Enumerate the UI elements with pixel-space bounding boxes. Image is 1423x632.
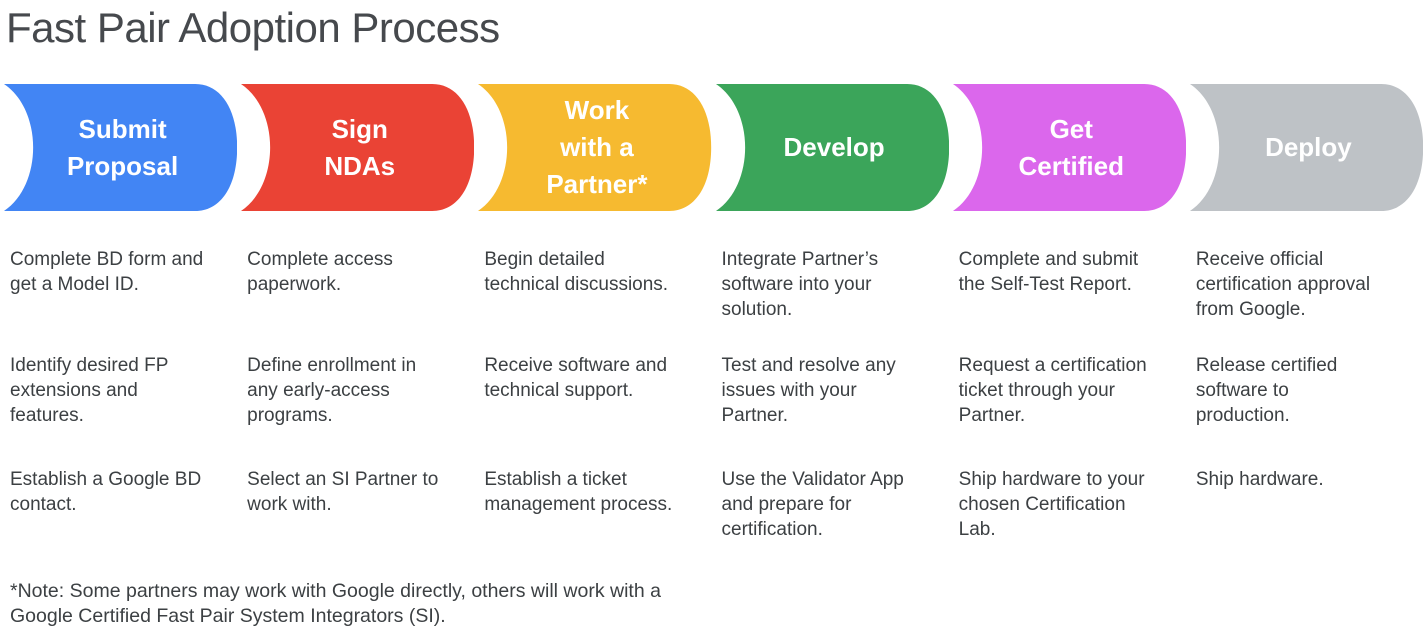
step-item: Identify desired FP extensions and featu… [10,355,169,427]
step-item: Release certified software to production… [1195,355,1338,427]
stage-get-certified: Get Certified [949,84,1186,212]
step-item: Define enrollment in any early-access pr… [247,355,417,427]
stage-shape [952,84,1186,212]
stage-shape [715,84,949,212]
stage-develop: Develop [712,84,949,212]
stage-shape-path [715,84,949,212]
stage-label: Work with a Partner* [546,95,648,199]
step-item: Select an SI Partner to work with. [247,469,439,516]
stage-shape-path [478,84,712,212]
stage-work-with-partner: Work with a Partner* [474,84,712,212]
steps-submit-proposal: Complete BD form and get a Model ID. Ide… [0,247,237,577]
step-item: Complete and submit the Self-Test Report… [958,249,1139,296]
stage-shape [3,84,238,212]
stage-deploy: Deploy [1186,84,1423,212]
step-item: Complete BD form and get a Model ID. [10,249,204,296]
stage-shape [1189,84,1423,212]
stage-label: Develop [783,132,885,163]
step-item: Ship hardware. [1195,469,1324,491]
steps-deploy: Receive official certification approval … [1186,247,1423,577]
stage-label: Deploy [1265,132,1352,163]
step-item: Use the Validator App and prepare for ce… [721,469,904,541]
step-item: Receive official certification approval … [1195,249,1371,321]
stage-label: Get Certified [1018,113,1124,181]
page-title: Fast Pair Adoption Process [6,4,500,51]
step-item: Establish a ticket management process. [484,469,673,516]
step-item: Test and resolve any issues with your Pa… [721,355,896,427]
stage-label: Submit Proposal [66,113,179,181]
stage-submit-proposal: Submit Proposal [0,84,238,212]
stage-sign-ndas: Sign NDAs [237,84,475,212]
stage-shape-path [3,84,238,212]
step-item: Request a certification ticket through y… [958,355,1147,427]
steps-get-certified: Complete and submit the Self-Test Report… [949,247,1186,577]
stage-shape [478,84,712,212]
footnote: *Note: Some partners may work with Googl… [10,580,661,628]
steps-work-with-partner: Begin detailed technical discussions. Re… [474,247,711,577]
stage-shape-path [241,84,475,212]
stage-shape-path [1189,84,1423,212]
step-item: Begin detailed technical discussions. [484,249,669,296]
stage-shape-path [952,84,1186,212]
step-item: Ship hardware to your chosen Certificati… [958,469,1145,541]
step-item: Receive software and technical support. [484,355,668,402]
process-stage-row: Submit Proposal Sign NDAs Work with a Pa… [0,84,1423,212]
step-item: Complete access paperwork. [247,249,393,296]
stage-shape [241,84,475,212]
steps-develop: Integrate Partner’s software into your s… [712,247,949,577]
steps-sign-ndas: Complete access paperwork. Define enroll… [237,247,474,577]
stage-label: Sign NDAs [324,113,396,181]
step-item: Integrate Partner’s software into your s… [721,249,879,321]
stage-steps-grid: Complete BD form and get a Model ID. Ide… [0,247,1423,577]
step-item: Establish a Google BD contact. [10,469,202,516]
